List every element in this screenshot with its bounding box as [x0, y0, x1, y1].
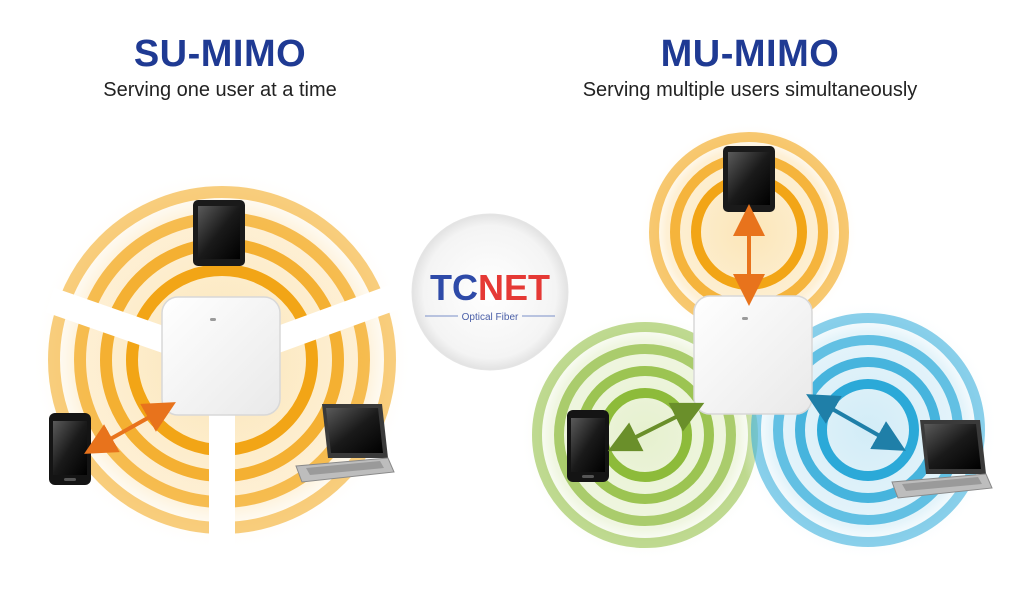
mu-mimo-title: MU-MIMO	[660, 33, 840, 75]
logo-tagline: Optical Fiber	[462, 312, 519, 323]
phone-icon	[49, 413, 91, 485]
mu-mimo-heading: MU-MIMO Serving multiple users simultane…	[540, 33, 960, 103]
tablet-icon	[193, 200, 245, 266]
su-mimo-diagram	[32, 170, 412, 560]
mu-mimo-subtitle: Serving multiple users simultaneously	[582, 79, 918, 101]
laptop-icon	[891, 420, 993, 499]
logo-brand: TCNET	[430, 267, 550, 308]
access-point-icon	[693, 295, 813, 415]
su-link-arrow	[84, 402, 176, 454]
su-mimo-subtitle: Serving one user at a time	[103, 79, 337, 101]
mu-laptop-arrow	[806, 394, 906, 451]
mu-mimo-diagram	[520, 122, 998, 560]
mu-phone-arrow	[607, 402, 705, 452]
su-mimo-heading: SU-MIMO Serving one user at a time	[40, 33, 400, 103]
tablet-icon	[723, 146, 775, 212]
phone-icon	[567, 410, 609, 482]
access-point-icon	[161, 296, 281, 416]
laptop-icon	[295, 404, 395, 483]
tcnet-logo: TCNET Optical Fiber	[411, 213, 569, 371]
su-mimo-title: SU-MIMO	[133, 33, 307, 75]
